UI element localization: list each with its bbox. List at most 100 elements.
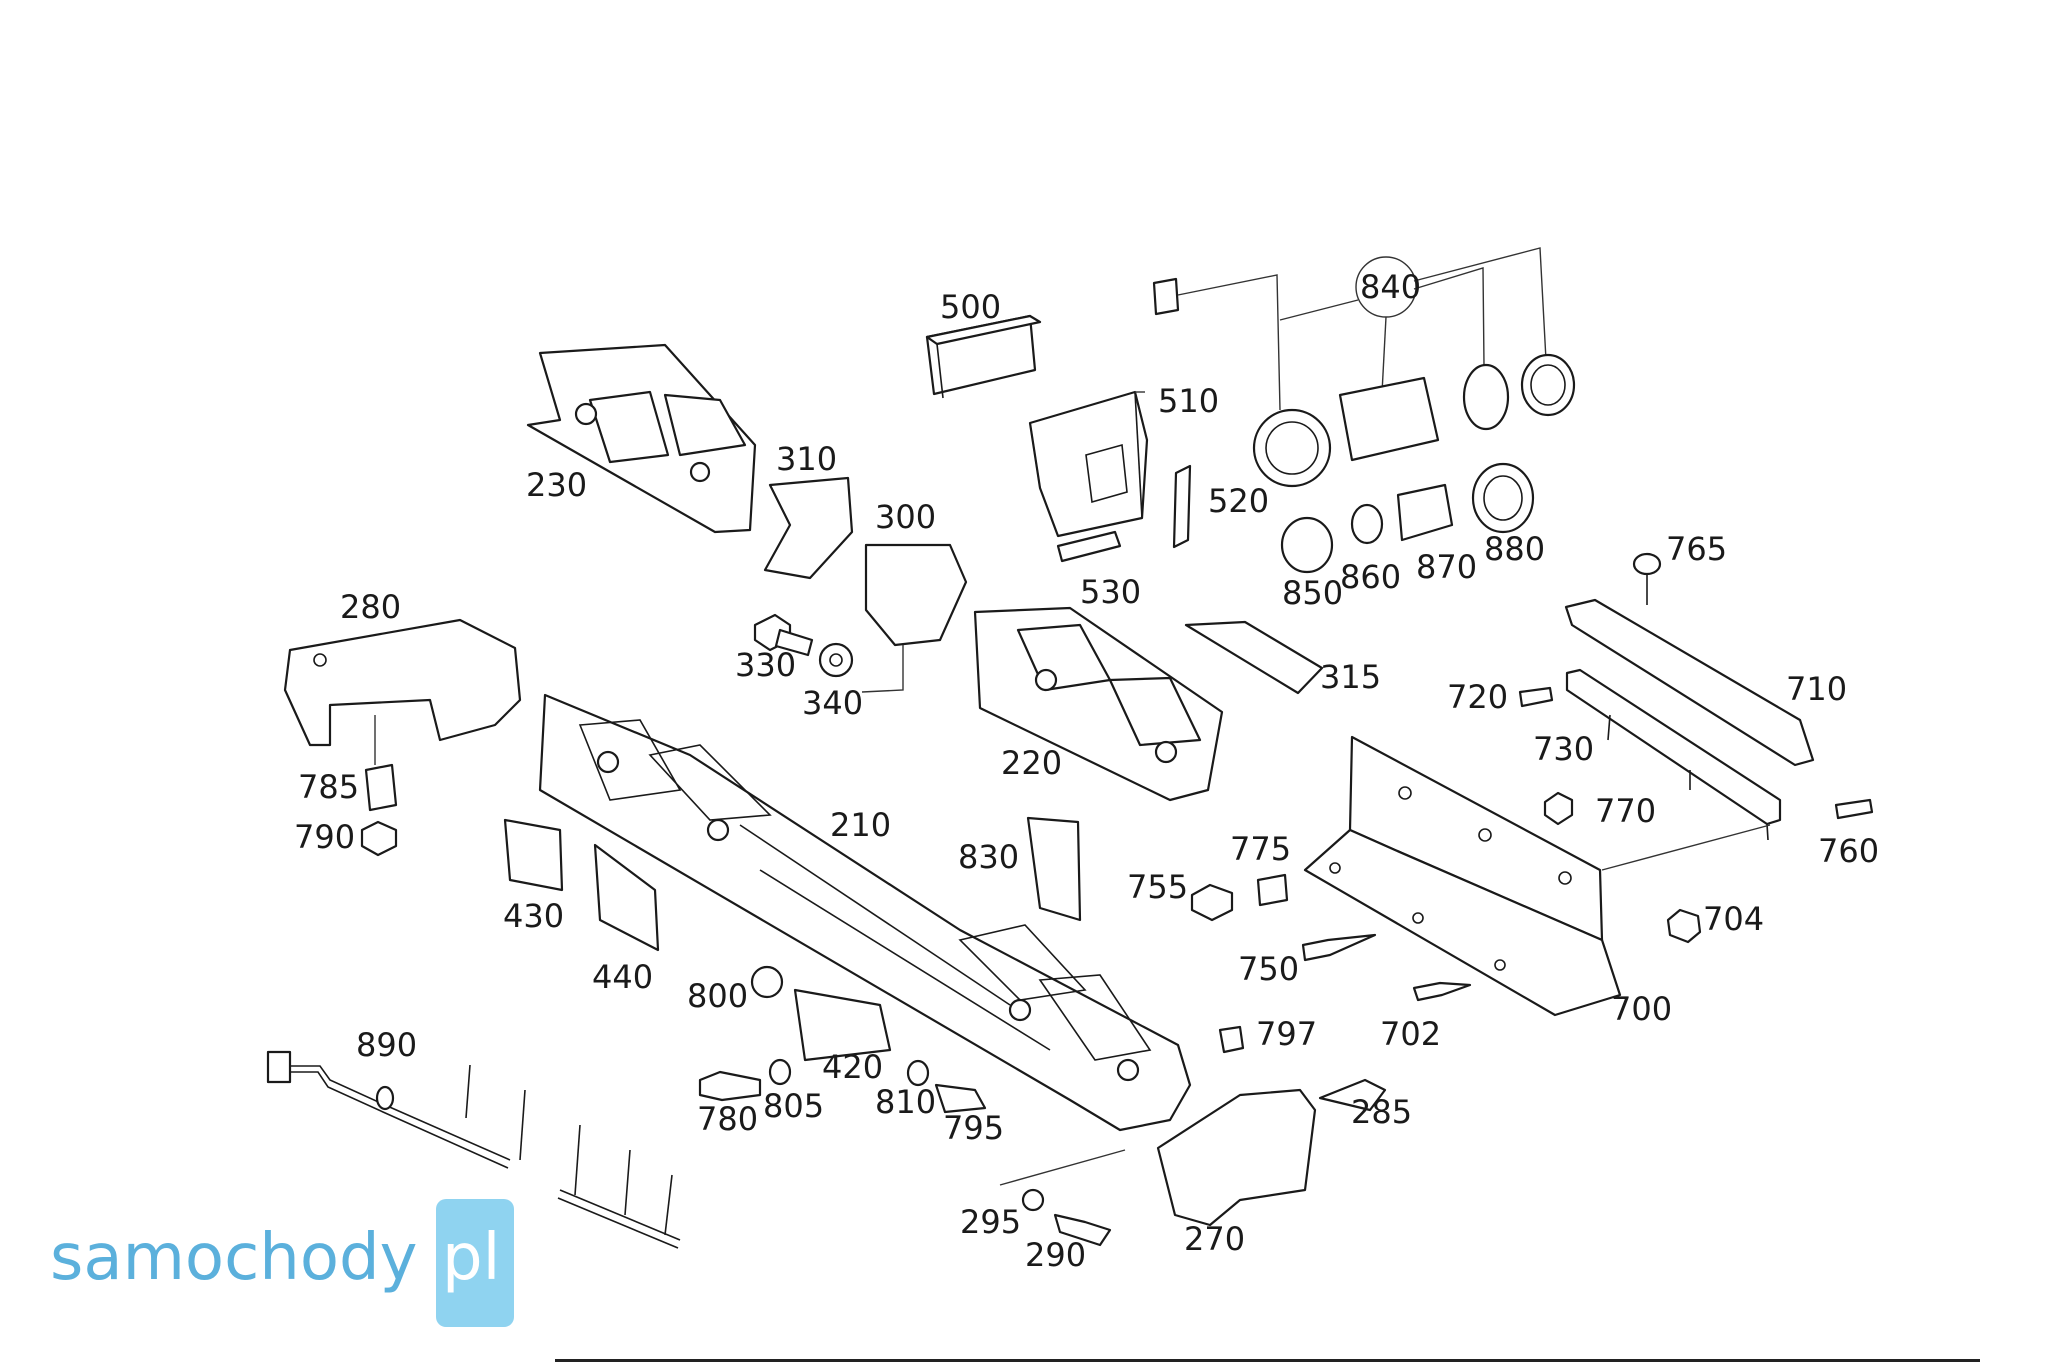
part-530-rail: [1056, 530, 1122, 563]
part-510-bracket: [1028, 390, 1149, 538]
watermark-pl-box: [436, 1199, 514, 1327]
label-230: 230: [526, 466, 587, 504]
part-720-pin: [1518, 686, 1554, 708]
label-860: 860: [1340, 558, 1401, 596]
part-840-ring-b: [1520, 353, 1576, 417]
label-210: 210: [830, 806, 891, 844]
part-310-bracket: [763, 476, 854, 580]
part-805-washer: [768, 1058, 792, 1086]
bottom-rule: [555, 1359, 1980, 1362]
part-730-mount-rail: [1565, 668, 1782, 841]
label-797: 797: [1256, 1015, 1317, 1053]
label-730: 730: [1533, 730, 1594, 768]
part-number-labels: 500 510 520 530 840 850 860 870 880 230 …: [294, 268, 1879, 1274]
part-860-ring: [1350, 503, 1384, 545]
label-420: 420: [822, 1048, 883, 1086]
label-530: 530: [1080, 573, 1141, 611]
part-340-washer: [818, 642, 854, 678]
label-300: 300: [875, 498, 936, 536]
label-310: 310: [776, 440, 837, 478]
label-500: 500: [940, 288, 1001, 326]
label-805: 805: [763, 1087, 824, 1125]
watermark-pl-text: pl: [442, 1221, 501, 1295]
part-280-corner-guard: [283, 618, 522, 765]
part-430-bracket: [503, 818, 564, 892]
part-800-cap: [750, 965, 784, 999]
label-800: 800: [687, 977, 748, 1015]
label-702: 702: [1380, 1015, 1441, 1053]
part-840-clip: [1462, 363, 1510, 431]
parts-850-880: [1280, 462, 1535, 574]
part-220-end-carrier: [973, 606, 1224, 802]
label-790: 790: [294, 818, 355, 856]
label-880: 880: [1484, 530, 1545, 568]
part-420-bracket: [793, 988, 892, 1062]
label-710: 710: [1786, 670, 1847, 708]
part-765-screw: [1632, 552, 1662, 605]
part-520-strip: [1172, 464, 1192, 549]
label-440: 440: [592, 958, 653, 996]
label-340: 340: [802, 684, 863, 722]
part-295-washer: [1021, 1188, 1045, 1212]
part-710-rail-cover: [1564, 598, 1815, 767]
label-430: 430: [503, 897, 564, 935]
part-440-bracket: [593, 843, 660, 952]
part-797-clip: [1218, 1025, 1245, 1054]
label-750: 750: [1238, 950, 1299, 988]
part-795-bolt: [934, 1083, 987, 1114]
label-220: 220: [1001, 744, 1062, 782]
leader-295: [999, 1149, 1126, 1186]
part-830-plate: [1026, 816, 1082, 922]
part-785-spacer: [364, 763, 398, 812]
part-704-nut: [1666, 908, 1702, 944]
watermark-text: samochody: [50, 1221, 418, 1295]
part-840-connector: [1152, 277, 1180, 316]
part-810-washer: [906, 1059, 930, 1087]
label-704: 704: [1703, 900, 1764, 938]
part-285-screw: [1318, 1078, 1387, 1112]
part-700-angle-bracket: [1303, 735, 1771, 1017]
part-840-socket-assembly: [1152, 247, 1576, 488]
label-700: 700: [1611, 990, 1672, 1028]
part-790-nut: [360, 820, 398, 857]
part-840-ring-a: [1252, 408, 1332, 488]
label-870: 870: [1416, 548, 1477, 586]
part-775-bushing: [1256, 873, 1289, 907]
part-890-wiring-harness: [266, 1050, 681, 1249]
part-210-bumper-beam: [538, 693, 1192, 1132]
label-290: 290: [1025, 1236, 1086, 1274]
label-765: 765: [1666, 530, 1727, 568]
label-295: 295: [960, 1203, 1021, 1241]
label-780: 780: [697, 1100, 758, 1138]
label-890: 890: [356, 1026, 417, 1064]
label-795: 795: [943, 1109, 1004, 1147]
label-830: 830: [958, 838, 1019, 876]
part-290-bolt: [1053, 1213, 1112, 1247]
part-780-bolt: [698, 1070, 762, 1102]
label-850: 850: [1282, 574, 1343, 612]
label-520: 520: [1208, 482, 1269, 520]
part-230-end-carrier: [526, 343, 757, 534]
label-770: 770: [1595, 792, 1656, 830]
label-510: 510: [1158, 382, 1219, 420]
label-755: 755: [1127, 868, 1188, 906]
part-702-screw: [1412, 981, 1472, 1002]
label-720: 720: [1447, 678, 1508, 716]
label-775: 775: [1230, 830, 1291, 868]
part-300-bracket: [864, 543, 968, 647]
label-760: 760: [1818, 832, 1879, 870]
part-870-holder: [1396, 483, 1454, 542]
label-315: 315: [1320, 658, 1381, 696]
part-315-cover: [1184, 620, 1324, 695]
label-280: 280: [340, 588, 401, 626]
part-750-screw: [1301, 933, 1377, 962]
part-840-sleeve: [1338, 376, 1440, 462]
label-270: 270: [1184, 1220, 1245, 1258]
part-755-bolt: [1190, 883, 1234, 922]
part-850-plug: [1280, 516, 1334, 574]
part-880-cap: [1471, 462, 1535, 534]
label-810: 810: [875, 1083, 936, 1121]
leader-300: [861, 645, 904, 693]
part-270-end-cap: [1156, 1088, 1317, 1227]
